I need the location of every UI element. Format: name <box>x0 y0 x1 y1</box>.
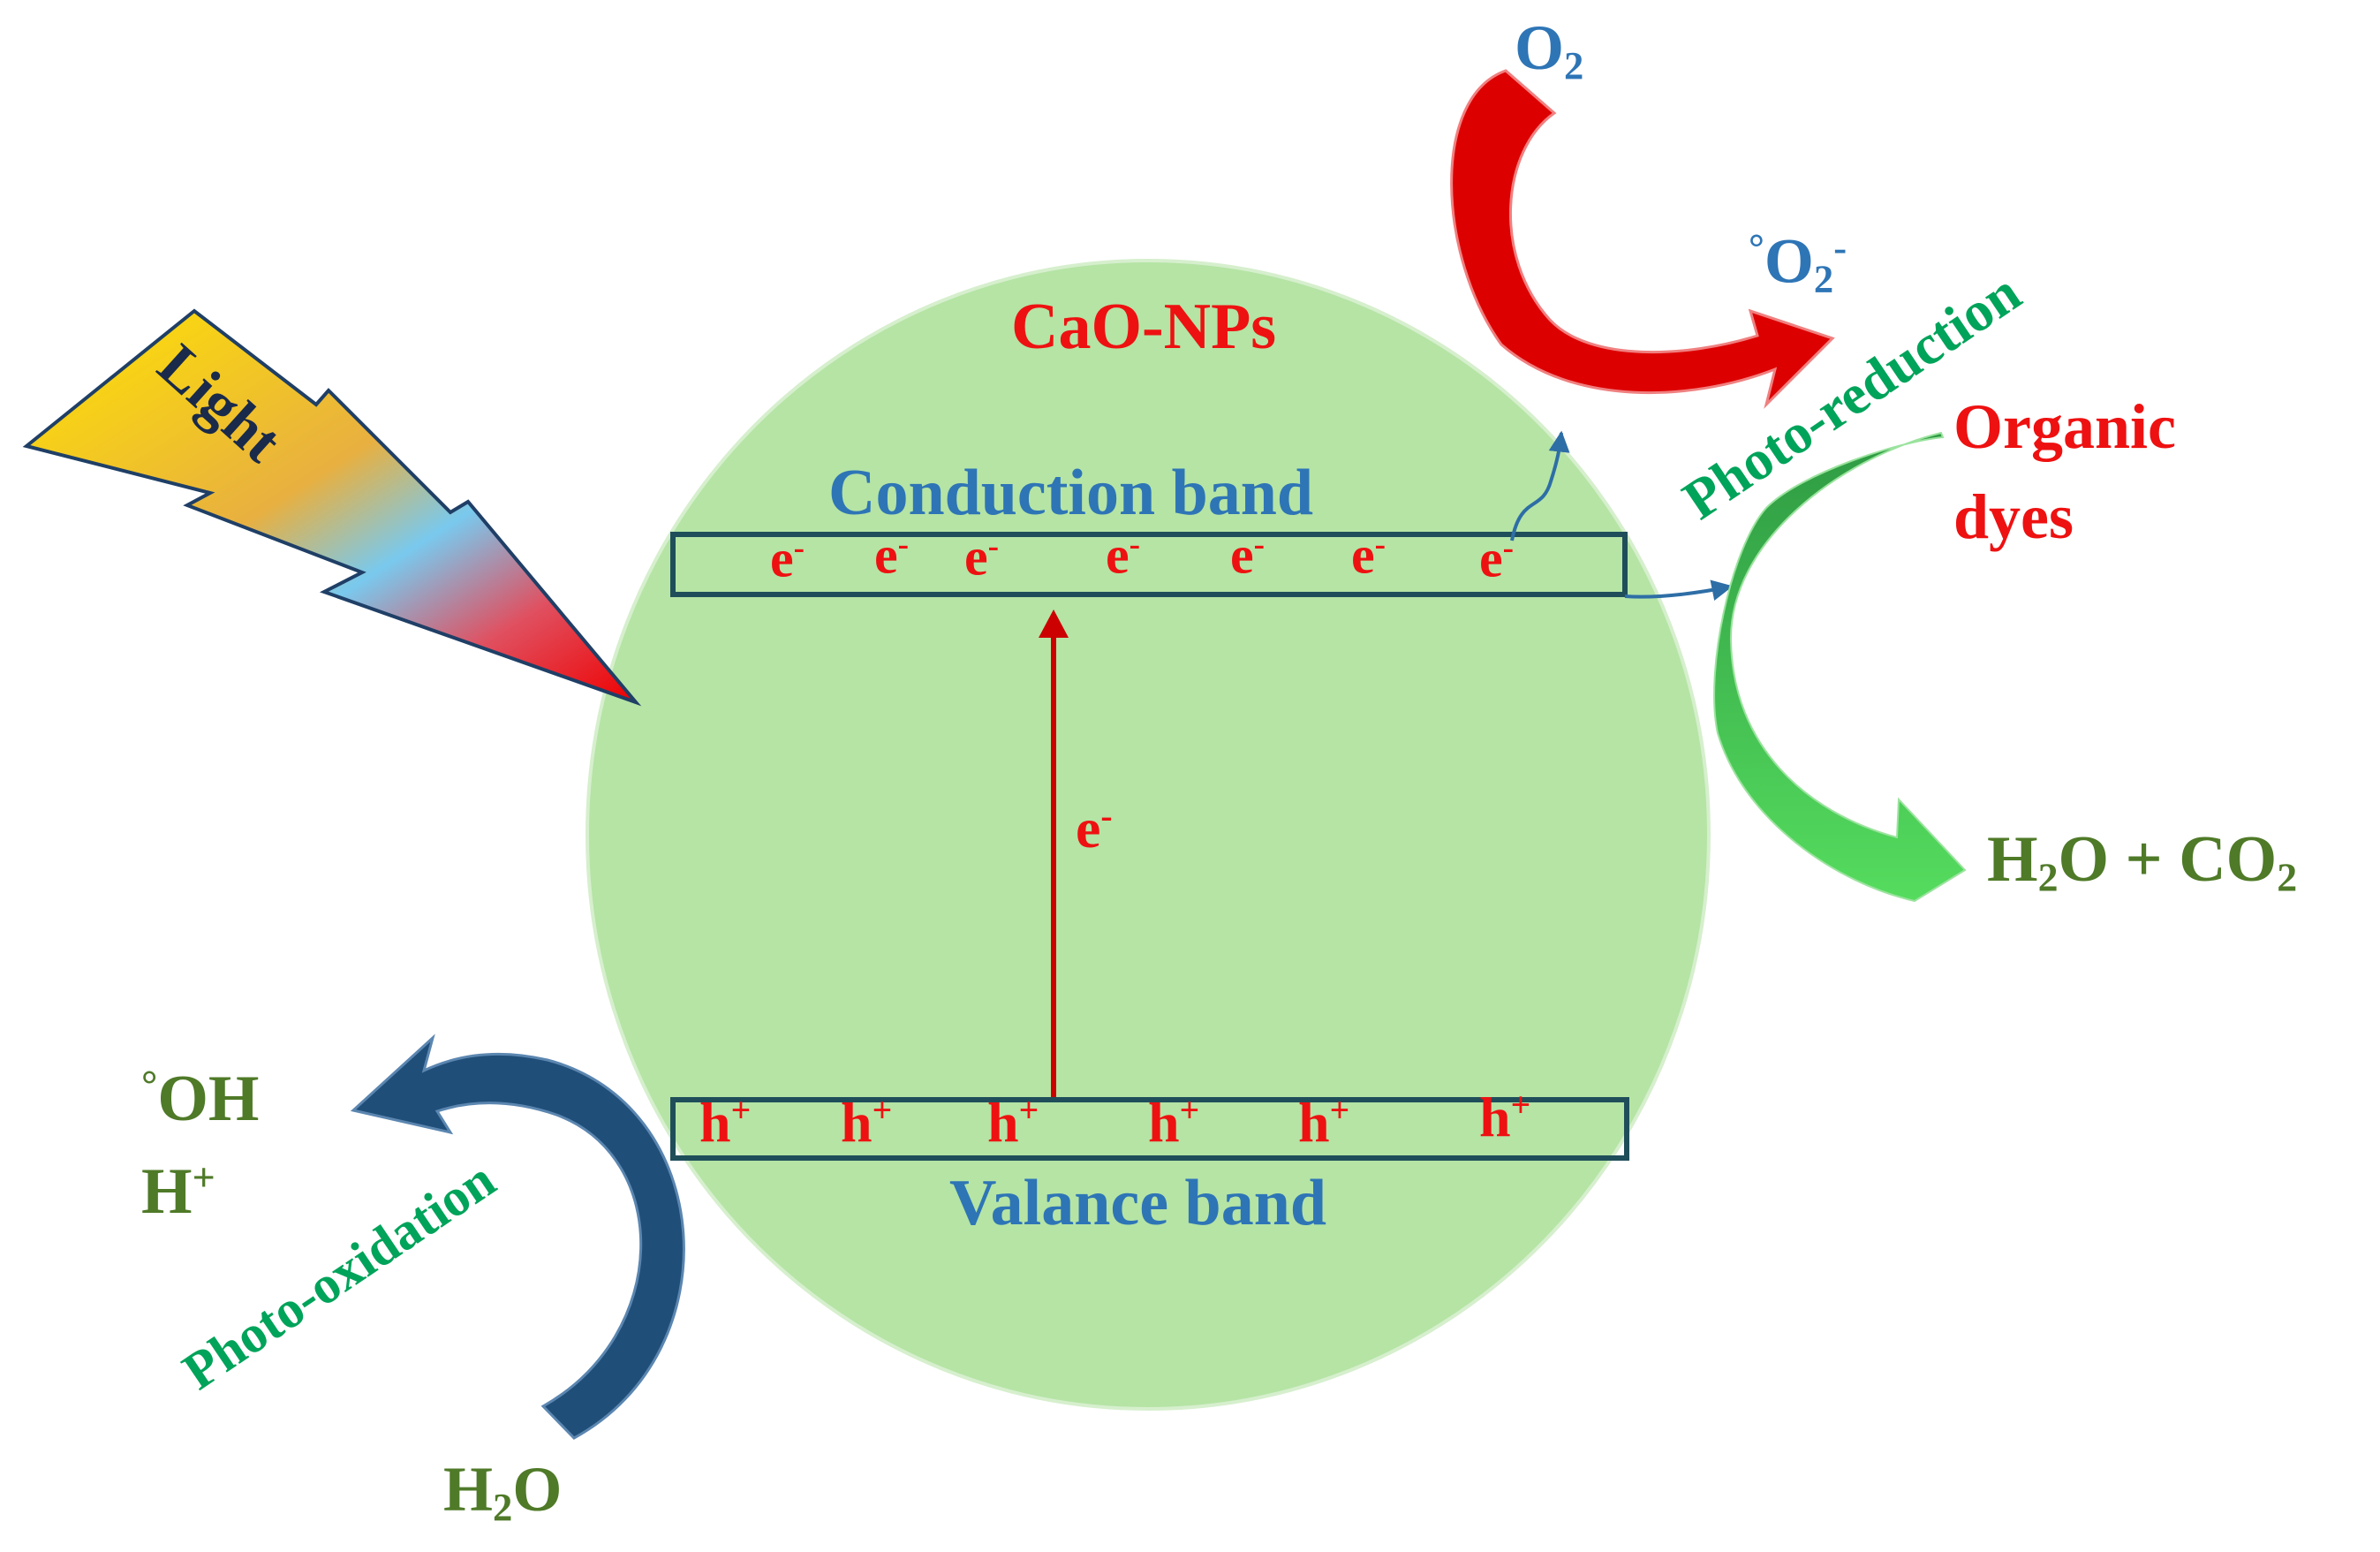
reduction-curved-arrow <box>1450 69 1835 409</box>
light-bolt-icon <box>22 308 642 707</box>
vb-hole: h+ <box>1298 1090 1350 1154</box>
vb-hole: h+ <box>1148 1090 1200 1154</box>
cb-electron: e- <box>1479 529 1515 588</box>
superoxide-label: °O2- <box>1749 225 1847 301</box>
excitation-arrowhead <box>1039 609 1069 638</box>
vb-hole: h+ <box>987 1090 1039 1154</box>
water-carbon-dioxide-label: H2O + CO2 <box>1987 823 2298 900</box>
water-label: H2O <box>443 1454 563 1530</box>
proton-label: H+ <box>141 1155 215 1229</box>
cb-to-oxygen-arrow <box>1510 430 1570 541</box>
vb-hole: h+ <box>699 1090 752 1154</box>
conduction-band-label: Conduction band <box>828 457 1314 529</box>
valence-band-label: Valance band <box>949 1167 1327 1239</box>
vb-hole: h+ <box>1479 1085 1531 1148</box>
degradation-curved-arrow <box>1713 431 1967 903</box>
photo-oxidation-label: Photo-oxidation <box>172 1150 505 1401</box>
cb-electron: e- <box>964 527 1000 587</box>
vb-hole: h+ <box>841 1090 893 1154</box>
hydroxyl-radical-label: °OH <box>141 1062 260 1136</box>
valence-band-box <box>670 1097 1629 1161</box>
particle-title: CaO-NPs <box>1011 291 1277 363</box>
oxidation-curved-arrow <box>350 1033 685 1440</box>
nanoparticle-circle <box>586 259 1711 1411</box>
cb-electron: e- <box>1106 526 1141 585</box>
cb-electron: e- <box>1230 526 1266 585</box>
conduction-band-box <box>670 532 1628 597</box>
organic-dyes-label: Organic dyes <box>1953 391 2176 553</box>
cb-electron: e- <box>1351 526 1386 585</box>
cb-electron: e- <box>874 526 910 585</box>
cb-to-dyes-arrow <box>1624 579 1734 602</box>
oxygen-label: O2 <box>1515 12 1584 88</box>
cb-electron: e- <box>770 529 805 588</box>
excited-electron-label: e- <box>1076 796 1113 859</box>
